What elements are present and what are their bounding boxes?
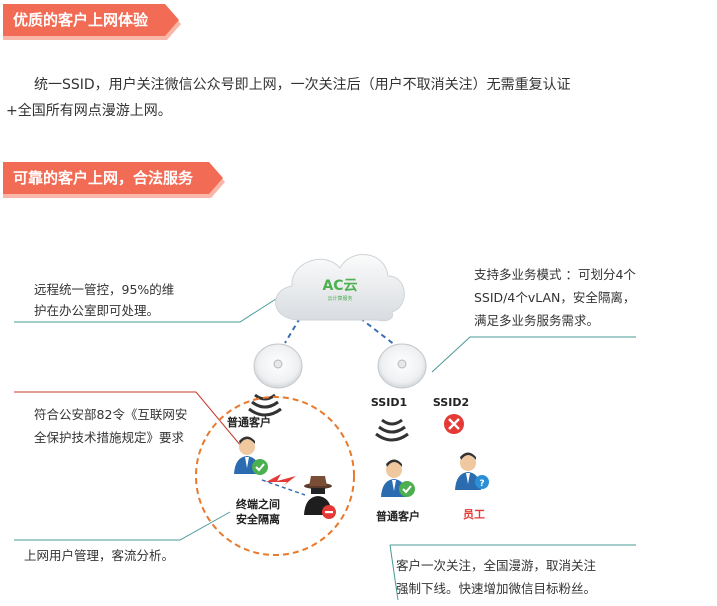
question-icon: ? <box>475 475 489 489</box>
access-point-icon <box>377 343 427 389</box>
callout-bottom-left: 上网用户管理，客流分析。 <box>24 545 174 566</box>
isolation-zone <box>195 396 355 556</box>
staff-label: 员工 <box>463 508 485 521</box>
callout-top-right-line1: 支持多业务模式 ：可划分4个 <box>474 267 636 282</box>
check-icon <box>399 481 415 497</box>
callout-top-left: 远程统一管控，95%的维 护在办公室即可处理。 <box>34 279 174 321</box>
callout-mid-left-line1: 符合公安部82令《互联网安 <box>34 407 188 422</box>
lightning-icon <box>266 474 296 486</box>
deny-icon <box>322 505 336 519</box>
close-icon <box>444 414 464 434</box>
callout-line-top-right <box>431 336 636 373</box>
ssid1-label: SSID1 <box>371 396 407 409</box>
callout-line-top-left <box>14 289 291 323</box>
callout-bottom-right-line1: 客户一次关注，全国漫游，取消关注 <box>396 558 597 573</box>
section1-banner: 优质的客户上网体验 <box>3 4 179 36</box>
section1-title: 优质的客户上网体验 <box>13 11 149 29</box>
wifi-signal-icon <box>248 393 282 417</box>
callout-top-left-line1: 远程统一管控，95%的维 <box>34 282 175 297</box>
link-cloud-ap-right <box>359 317 396 346</box>
cloud-sublabel: 云计算服务 <box>327 295 352 302</box>
callout-top-right-line3: 满足多业务服务需求。 <box>474 313 600 328</box>
user-left-label: 普通客户 <box>227 415 271 429</box>
cloud-icon: AC云 云计算服务 <box>275 254 405 322</box>
ssid2-label: SSID2 <box>433 396 469 409</box>
callout-bottom-right: 客户一次关注，全国漫游，取消关注 强制下线。快速增加微信目标粉丝。 <box>396 554 596 600</box>
callout-top-left-line2: 护在办公室即可处理。 <box>34 303 160 318</box>
section2-title: 可靠的客户上网，合法服务 <box>13 169 194 187</box>
callout-mid-left: 符合公安部82令《互联网安 全保护技术措施规定》要求 <box>34 403 187 449</box>
section1-paragraph-line2: +全国所有网点漫游上网。 <box>6 103 172 119</box>
section2-banner: 可靠的客户上网，合法服务 <box>3 162 223 194</box>
callout-lines <box>14 289 636 601</box>
callout-line-bottom-right-tail <box>389 544 399 601</box>
cloud-label: AC云 <box>322 278 357 294</box>
callout-line-bottom-left <box>14 511 231 541</box>
isolation-label-line2: 安全隔离 <box>236 512 280 526</box>
callout-top-right-line2: SSID/4个vLAN，安全隔离， <box>474 290 636 305</box>
callout-bottom-right-line2: 强制下线。快速增加微信目标粉丝。 <box>396 581 597 596</box>
section1-paragraph-line1: 统一SSID，用户关注微信公众号即上网，一次关注后（用户不取消关注）无需重复认证 <box>34 77 571 93</box>
user-right-label: 普通客户 <box>376 509 420 523</box>
section1-paragraph: 统一SSID，用户关注微信公众号即上网，一次关注后（用户不取消关注）无需重复认证… <box>6 72 706 124</box>
callout-line-mid-left <box>14 391 247 453</box>
user-icon <box>455 452 481 490</box>
link-cloud-ap-left <box>284 317 301 344</box>
callout-mid-left-line2: 全保护技术措施规定》要求 <box>34 430 185 445</box>
isolation-label-line1: 终端之间 <box>236 497 280 511</box>
check-icon <box>252 459 268 475</box>
callout-bottom-left-line1: 上网用户管理，客流分析。 <box>24 548 175 563</box>
callout-top-right: 支持多业务模式 ：可划分4个 SSID/4个vLAN，安全隔离， 满足多业务服务… <box>474 263 636 332</box>
access-point-icon <box>253 343 303 389</box>
wifi-signal-icon <box>375 418 409 442</box>
isolation-link <box>261 479 306 496</box>
svg-text:?: ? <box>479 479 484 489</box>
